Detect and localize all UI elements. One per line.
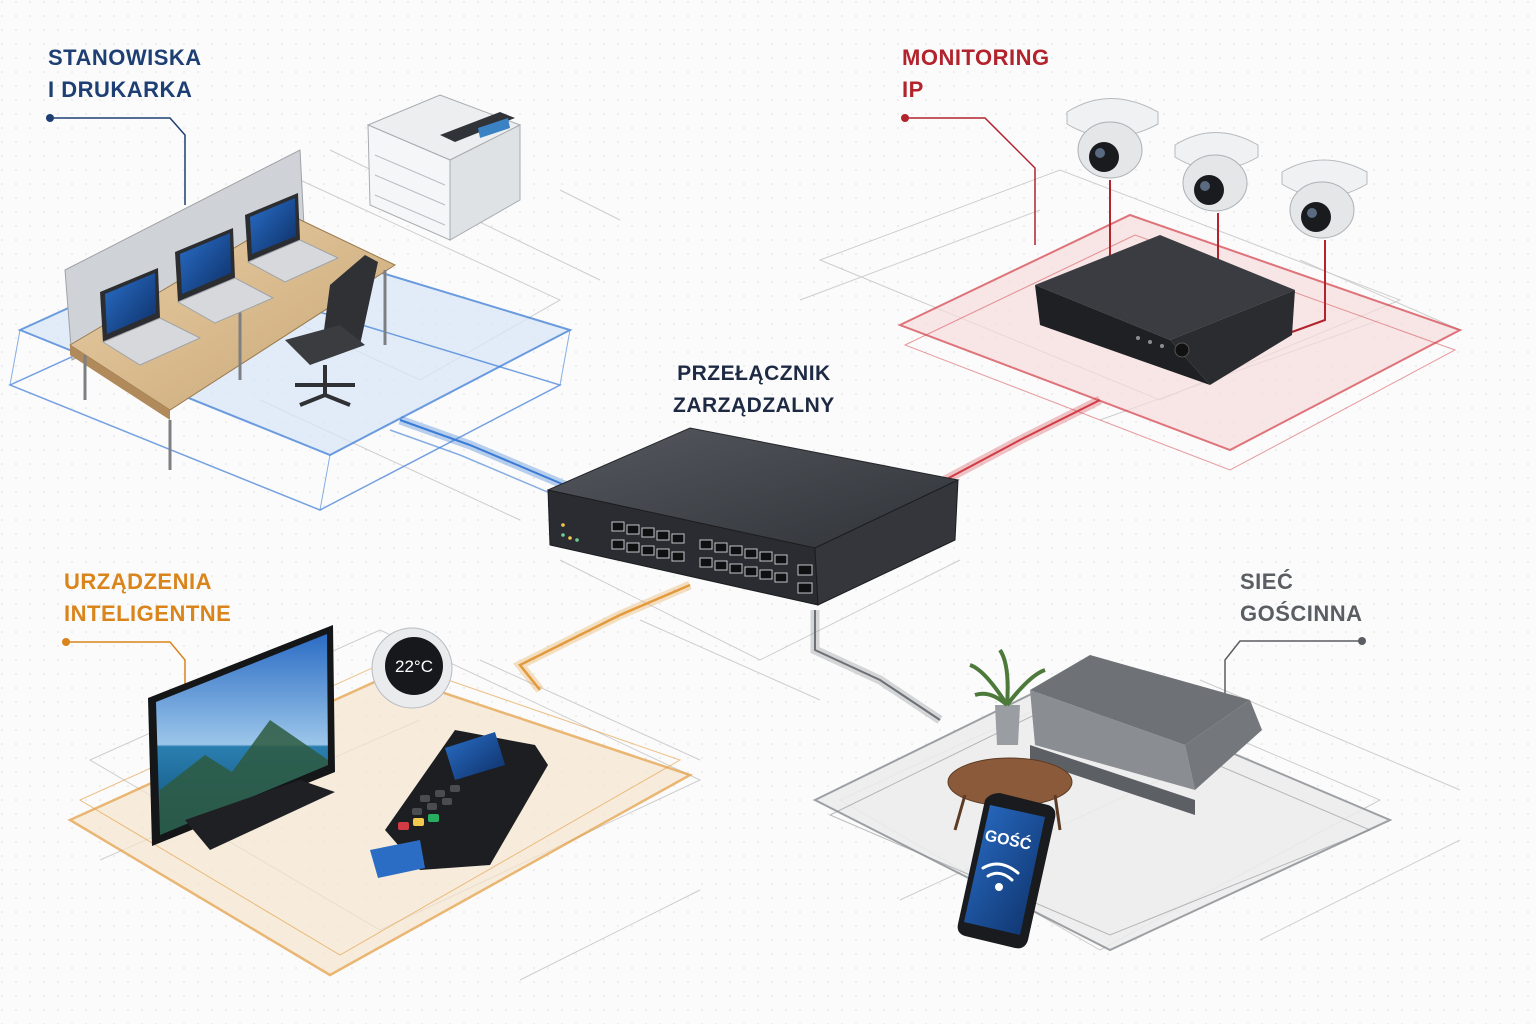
switch-label-line1: PRZEŁĄCZNIK: [677, 362, 831, 385]
laptop-icon: [100, 268, 202, 366]
tv-icon: [148, 625, 335, 850]
link-smart: [513, 580, 692, 693]
link-workstations: [389, 415, 602, 511]
switch-ports: [611, 521, 813, 594]
dome-camera-icon: [1174, 132, 1259, 295]
callout-lines: [46, 114, 1366, 698]
office-chair: [285, 255, 378, 407]
smart-label-line1: URZĄDZENIA: [64, 569, 212, 594]
nvr-recorder-icon: [1035, 235, 1295, 385]
smart-label-line2: INTELIGENTNE: [64, 601, 232, 626]
switch-leds: [561, 523, 579, 542]
smartphone-wifi-icon: GOŚĆ: [957, 793, 1056, 949]
switch-label-line2: ZARZĄDZALNY: [673, 394, 835, 417]
workstations-zone-label: STANOWISKA I DRUKARKA: [48, 42, 202, 106]
laptop-icon: [245, 193, 340, 283]
guest-label-line1: SIEĆ: [1240, 569, 1294, 594]
printer-icon: [366, 94, 522, 241]
plant: [969, 648, 1046, 745]
dome-camera-icon: [1066, 98, 1159, 265]
smart-zone-label: URZĄDZENIA INTELIGENTNE: [64, 566, 231, 630]
dome-camera-icon: [1281, 159, 1368, 333]
coffee-table: [947, 757, 1073, 831]
laptop-icon: [175, 228, 275, 324]
sofa-icon: [1030, 655, 1262, 815]
thermostat-icon: 22°C: [371, 627, 453, 709]
network-switch-icon: [546, 427, 960, 606]
payment-terminal-icon: [370, 730, 548, 878]
guest-label-line2: GOŚCINNA: [1240, 601, 1363, 626]
thermostat-reading: 22°C: [395, 657, 433, 676]
switch-label: PRZEŁĄCZNIK ZARZĄDZALNY: [673, 358, 835, 422]
wifi-icon: [981, 862, 1020, 891]
workstations-label-line2: I DRUKARKA: [48, 77, 193, 102]
link-cctv: [942, 395, 1103, 484]
cctv-zone-label: MONITORING IP: [902, 42, 1050, 106]
cctv-label-line2: IP: [902, 77, 924, 102]
workstations-label-line1: STANOWISKA: [48, 45, 202, 70]
cctv-label-line1: MONITORING: [902, 45, 1050, 70]
link-guest: [810, 610, 943, 724]
guest-zone-label: SIEĆ GOŚCINNA: [1240, 566, 1363, 630]
